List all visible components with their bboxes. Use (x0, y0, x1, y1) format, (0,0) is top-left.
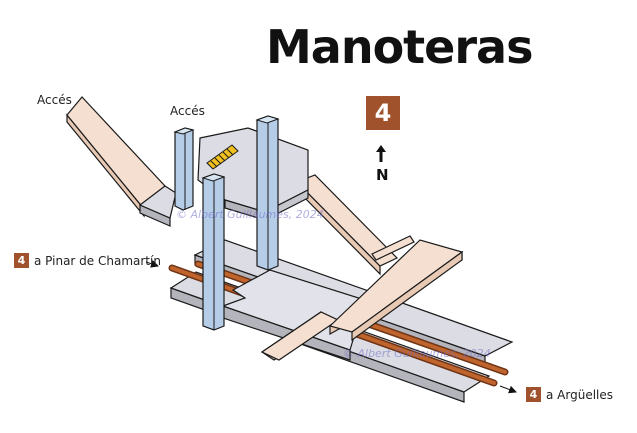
pinar-direction-arrow (145, 259, 159, 268)
destination-arguelles: 4 a Argüelles (526, 387, 613, 402)
arguelles-direction-arrow (499, 385, 517, 394)
elevator-shaft-left (173, 127, 195, 211)
watermark-upper: © Albert Guillaumes, 2024 (176, 208, 324, 221)
line-mini-badge: 4 (14, 253, 29, 268)
watermark-lower: © Albert Guillaumes, 2024 (343, 347, 491, 360)
destination-pinar: 4 a Pinar de Chamartín (14, 253, 161, 268)
diagonal-passage (295, 174, 399, 276)
entrance-label-left: Accés (37, 93, 72, 107)
north-label: N (376, 166, 389, 184)
north-arrow-icon (376, 145, 386, 162)
elevator-shaft-right (255, 115, 280, 271)
line-mini-badge: 4 (526, 387, 541, 402)
destination-label: a Argüelles (546, 387, 614, 402)
entrance-label-center: Accés (170, 104, 205, 118)
destination-label: a Pinar de Chamartín (34, 253, 161, 268)
small-connector-ramp (371, 235, 415, 261)
escalator (206, 144, 239, 170)
entrance-ramp-left (66, 96, 166, 218)
cross-bridge (328, 239, 464, 342)
passage-to-lower-vestibule (260, 311, 340, 361)
line-badge: 4 (366, 96, 400, 130)
elevator-shaft-front (201, 173, 226, 331)
station-title: Manoteras (266, 20, 533, 74)
